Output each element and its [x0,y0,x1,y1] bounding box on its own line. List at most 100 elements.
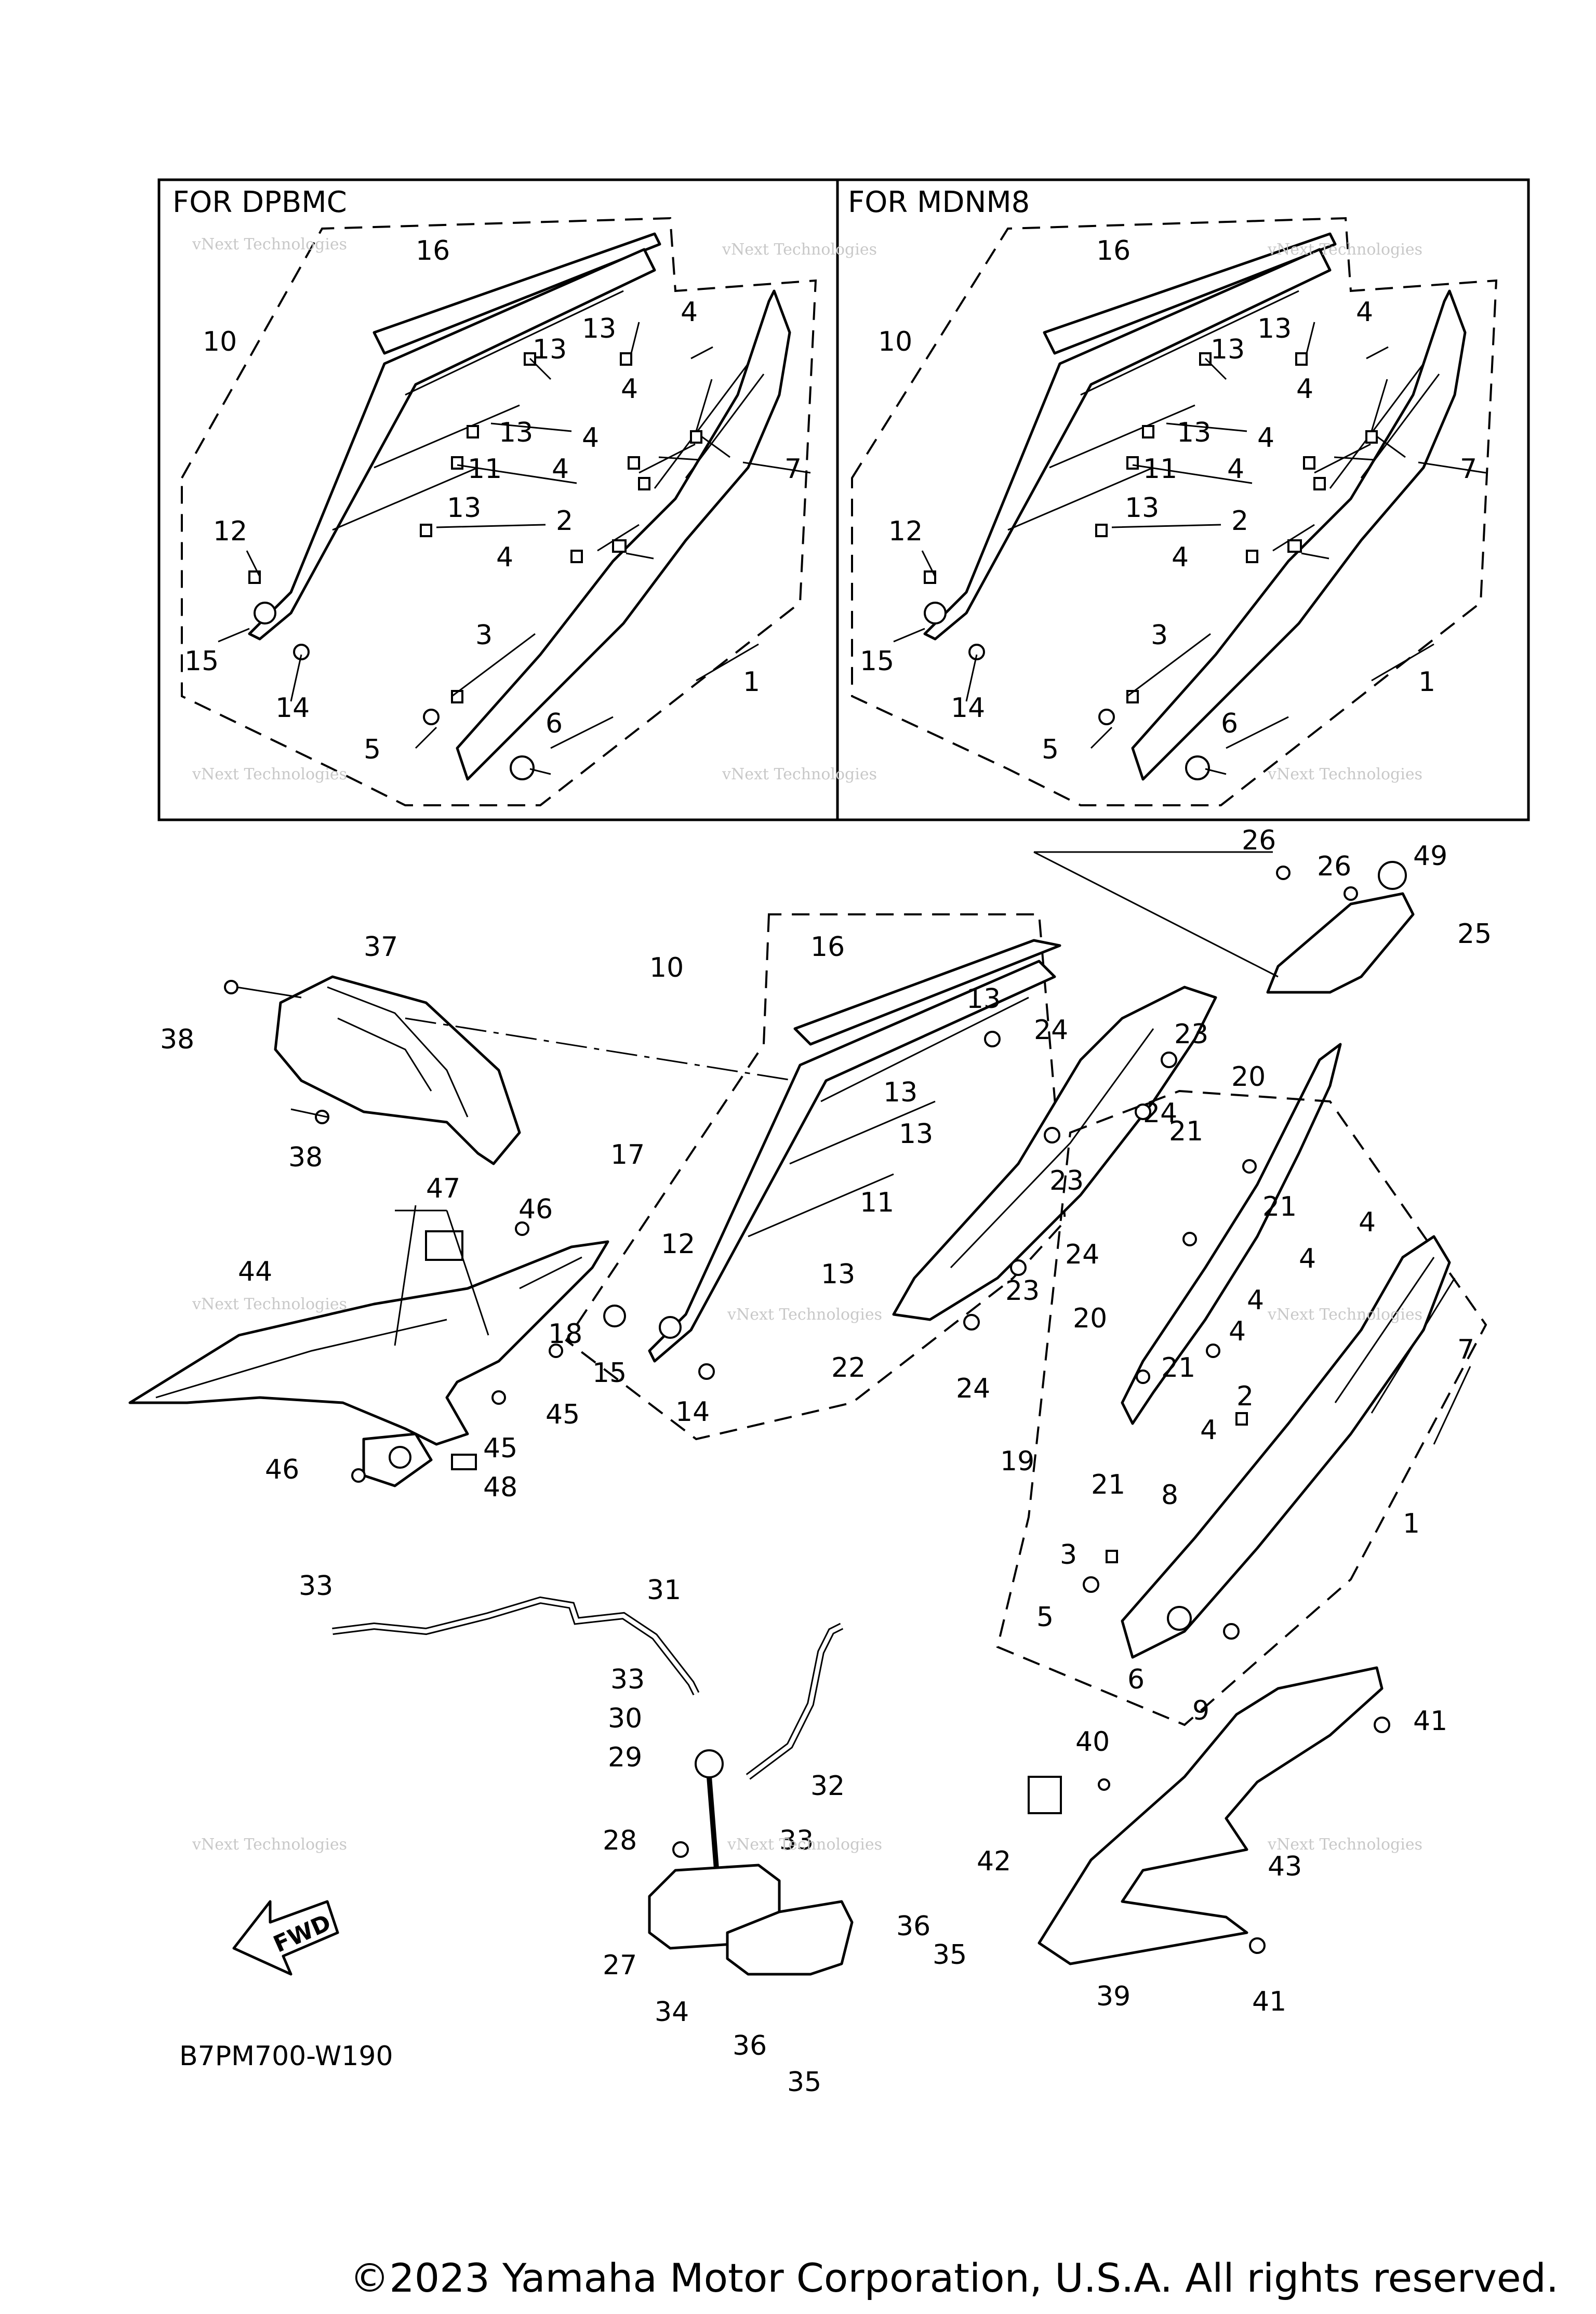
callout-37: 37 [364,932,398,963]
callout-47: 47 [426,1173,460,1204]
callout-24: 24 [956,1373,990,1404]
inset-dpbmc-drawing [181,217,817,806]
callout-46: 46 [265,1454,299,1485]
callout-46: 46 [518,1194,553,1225]
callout-4: 4 [1172,542,1189,573]
callout-11: 11 [860,1187,894,1218]
callout-30: 30 [608,1703,642,1734]
callout-4: 4 [621,374,638,405]
callout-7: 7 [1460,454,1477,485]
part-39-lower-cover [1028,1666,1390,1965]
watermark: vNext Technologies [192,765,347,783]
callout-41: 41 [1413,1706,1447,1737]
part-1-side-cover [996,1089,1487,1726]
callout-23: 23 [1049,1165,1084,1196]
callout-34: 34 [655,1997,689,2028]
callout-5: 5 [1042,734,1059,765]
callout-16: 16 [416,235,450,267]
callout-4: 4 [1227,454,1244,485]
copyright-notice: ©2023 Yamaha Motor Corporation, U.S.A. A… [350,2255,1559,2301]
watermark: vNext Technologies [727,1306,882,1324]
callout-48: 48 [483,1472,517,1503]
callout-4: 4 [582,422,599,454]
callout-33: 33 [610,1664,645,1695]
inset-title-mdnm8: FOR MDNM8 [848,185,1030,219]
callout-38: 38 [288,1142,323,1173]
callout-1: 1 [1403,1508,1420,1539]
watermark: vNext Technologies [1267,765,1422,783]
callout-15: 15 [184,646,219,677]
callout-14: 14 [951,693,985,724]
callout-49: 49 [1413,841,1447,872]
part-31-hose [332,1596,844,1780]
callout-13: 13 [883,1077,917,1108]
fwd-arrow-icon: FWD [232,1900,339,1976]
callout-13: 13 [582,313,616,344]
callout-4: 4 [1296,374,1313,405]
callout-41: 41 [1252,1986,1286,2017]
callout-31: 31 [647,1575,681,1606]
callout-8: 8 [1161,1480,1178,1511]
callout-9: 9 [1192,1695,1209,1726]
callout-12: 12 [213,516,247,547]
callout-39: 39 [1096,1981,1130,2012]
callout-45: 45 [546,1399,580,1430]
watermark: vNext Technologies [1267,1306,1422,1324]
callout-20: 20 [1231,1061,1266,1093]
callout-12: 12 [888,516,923,547]
callout-24: 24 [1143,1098,1177,1129]
callout-33: 33 [299,1571,333,1602]
callout-4: 4 [1257,422,1274,454]
part-22-inner-fender [892,986,1217,1331]
callout-44: 44 [238,1256,272,1287]
callout-13: 13 [1257,313,1292,344]
callout-12: 12 [661,1229,695,1260]
part-16-seat-cowl [565,913,1067,1441]
inset-mdnm8-drawing [851,217,1498,806]
watermark: vNext Technologies [1267,1836,1422,1854]
callout-24: 24 [1034,1015,1068,1046]
callout-19: 19 [1000,1446,1034,1477]
callout-23: 23 [1174,1019,1208,1050]
callout-36: 36 [896,1911,930,1942]
callout-18: 18 [548,1319,582,1350]
callout-1: 1 [743,667,760,698]
part-25-rear-bracket [1033,851,1415,994]
callout-4: 4 [1200,1415,1217,1446]
watermark: vNext Technologies [192,235,347,254]
callout-28: 28 [603,1825,637,1856]
part-44-side-cover [128,1205,609,1487]
callout-4: 4 [1359,1207,1376,1238]
inset-title-dpbmc: FOR DPBMC [172,185,347,219]
diagram-code: B7PM700-W190 [179,2041,393,2072]
callout-36: 36 [733,2030,767,2062]
callout-6: 6 [1127,1664,1145,1695]
callout-5: 5 [364,734,381,765]
callout-21: 21 [1161,1352,1195,1384]
callout-4: 4 [552,454,569,485]
callout-40: 40 [1075,1726,1110,1758]
callout-4: 4 [1247,1285,1264,1316]
callout-4: 4 [1299,1243,1316,1274]
callout-13: 13 [533,334,567,365]
watermark: vNext Technologies [192,1295,347,1313]
callout-3: 3 [1151,620,1168,651]
callout-43: 43 [1268,1851,1302,1882]
callout-16: 16 [1096,235,1130,267]
callout-1: 1 [1418,667,1435,698]
callout-4: 4 [1229,1316,1246,1347]
callout-11: 11 [1143,454,1177,485]
callout-13: 13 [899,1119,933,1150]
callout-10: 10 [649,952,684,983]
callout-35: 35 [933,1939,967,1971]
callout-29: 29 [608,1742,642,1773]
callout-13: 13 [821,1259,855,1290]
callout-11: 11 [468,454,502,485]
callout-26: 26 [1242,825,1276,856]
callout-42: 42 [977,1846,1011,1877]
callout-13: 13 [1211,334,1245,365]
callout-14: 14 [275,693,310,724]
callout-21: 21 [1169,1116,1203,1147]
callout-45: 45 [483,1433,517,1464]
